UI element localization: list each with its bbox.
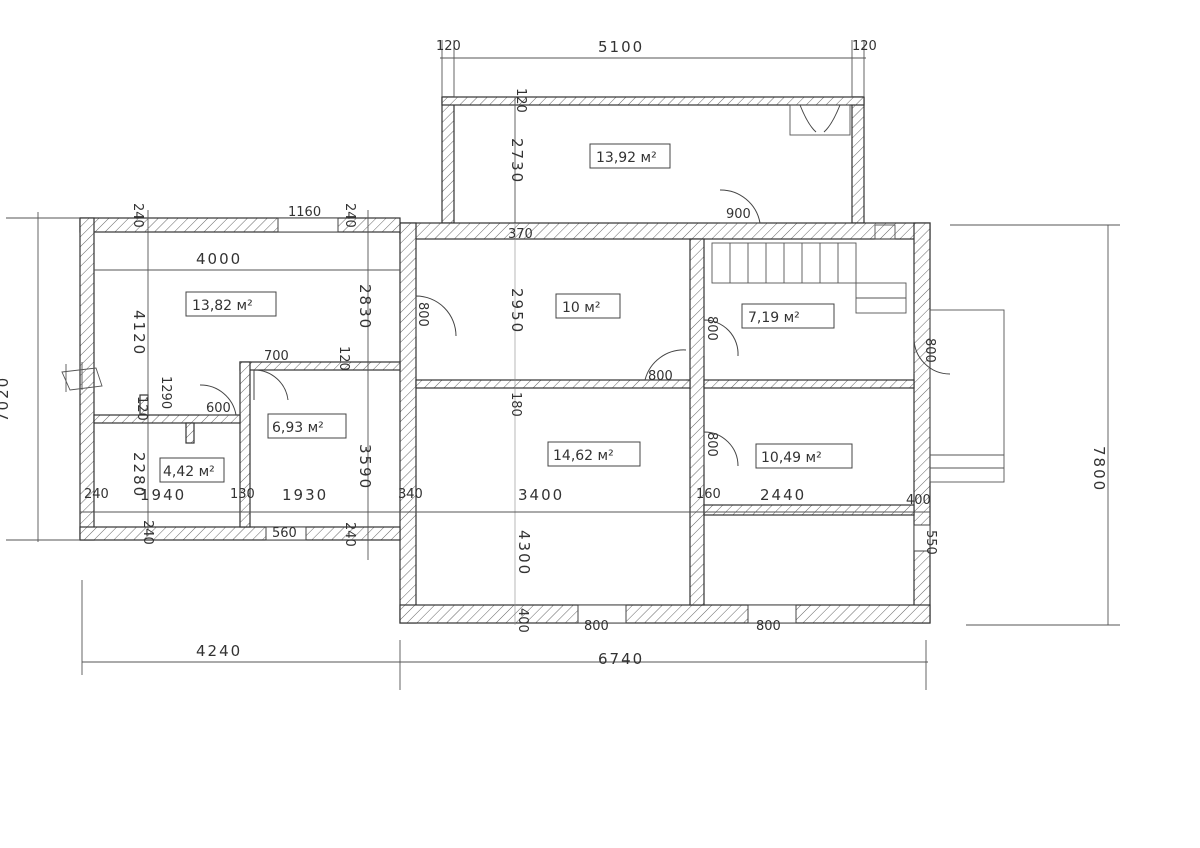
dim-label: 900 xyxy=(726,207,751,222)
dim-label: 370 xyxy=(508,227,533,242)
dim-label: 3400 xyxy=(518,486,564,504)
dim-label: 240 xyxy=(130,203,145,228)
dim-label: 800 xyxy=(922,338,937,363)
dim-label: 240 xyxy=(342,522,357,547)
sketch-marks xyxy=(61,362,103,392)
dim-label: 6740 xyxy=(598,650,644,668)
room-area-label: 4,42 м² xyxy=(163,464,215,480)
doors xyxy=(199,189,951,467)
room-area-label: 13,92 м² xyxy=(596,150,657,166)
room-area-label: 14,62 м² xyxy=(553,448,614,464)
dim-label: 2730 xyxy=(508,138,526,184)
dim-label: 2280 xyxy=(130,452,148,498)
dim-label: 560 xyxy=(272,526,297,541)
dim-label: 120 xyxy=(852,39,877,54)
dim-label: 130 xyxy=(230,487,255,502)
dim-label: 800 xyxy=(704,432,719,457)
dim-label: 400 xyxy=(906,493,931,508)
room-area-labels: 13,92 м² 13,82 м² 10 м² 7,19 м² 6,93 м² … xyxy=(159,143,853,483)
dim-label: 4120 xyxy=(130,310,148,356)
dim-label: 1940 xyxy=(140,486,186,504)
dim-label: 120 xyxy=(336,346,351,371)
dim-label: 240 xyxy=(84,487,109,502)
room-area-label: 6,93 м² xyxy=(272,420,324,436)
dim-label: 1930 xyxy=(282,486,328,504)
dim-label: 700 xyxy=(264,349,289,364)
dimension-lines xyxy=(6,40,1120,690)
dim-label: 120 xyxy=(513,88,528,113)
dim-label: 800 xyxy=(704,316,719,341)
dim-label: 2440 xyxy=(760,486,806,504)
dim-label: 2950 xyxy=(508,288,526,334)
dim-label: 2830 xyxy=(356,284,374,330)
room-area-label: 7,19 м² xyxy=(748,310,800,326)
dim-label: 180 xyxy=(508,392,523,417)
dim-label: 340 xyxy=(398,487,423,502)
room-area-label: 10 м² xyxy=(562,300,600,316)
dim-label: 7800 xyxy=(1090,446,1108,492)
room-area-label: 10,49 м² xyxy=(761,450,822,466)
dimension-labels: 120 5100 120 120 2730 900 370 240 1160 2… xyxy=(0,38,1108,668)
dim-label: 800 xyxy=(648,369,673,384)
dim-label: 4300 xyxy=(515,530,533,576)
dim-label: 4000 xyxy=(196,250,242,268)
staircase xyxy=(711,224,907,314)
dim-label: 1290 xyxy=(158,376,173,409)
dim-label: 400 xyxy=(515,608,530,633)
dim-label: 3590 xyxy=(356,444,374,490)
dim-label: 600 xyxy=(206,401,231,416)
dim-label: 120 xyxy=(436,39,461,54)
dim-label: 7020 xyxy=(0,376,12,422)
dim-label: 240 xyxy=(140,520,155,545)
dim-label: 800 xyxy=(584,619,609,634)
dim-label: 550 xyxy=(923,530,938,555)
windows xyxy=(265,217,931,624)
annex-walls xyxy=(441,96,865,224)
dim-label: 160 xyxy=(696,487,721,502)
dim-label: 240 xyxy=(342,203,357,228)
dim-label: 800 xyxy=(415,302,430,327)
annex-closet xyxy=(789,104,851,136)
dim-label: 120 xyxy=(134,396,149,421)
dim-label: 4240 xyxy=(196,642,242,660)
dim-label: 1160 xyxy=(288,205,321,220)
dim-label: 5100 xyxy=(598,38,644,56)
main-block-walls xyxy=(399,222,931,624)
room-area-label: 13,82 м² xyxy=(192,298,253,314)
dim-label: 800 xyxy=(756,619,781,634)
porch xyxy=(929,309,1005,483)
